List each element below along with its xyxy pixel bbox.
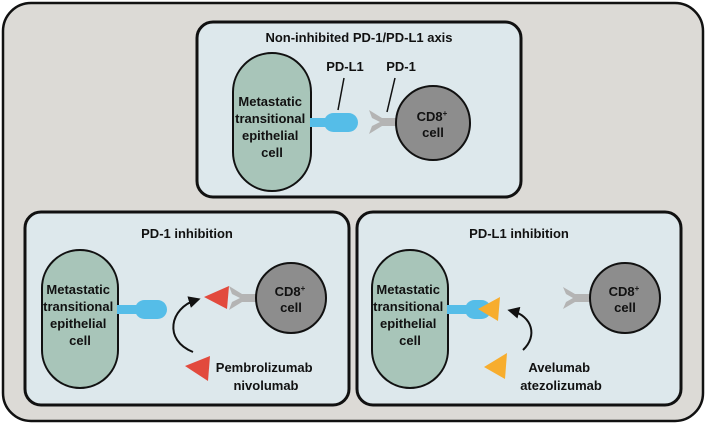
pdl1-antibody xyxy=(478,297,500,321)
pdl1-head xyxy=(135,300,167,319)
tumor-cell-line: Metastatic xyxy=(46,282,110,297)
pdl1-stalk xyxy=(310,118,328,127)
drug-label: Avelumab atezolizumab xyxy=(520,360,602,393)
pdl1-leader-line xyxy=(337,77,345,111)
pdl1-stalk xyxy=(447,305,469,314)
tumor-cell-line: transitional xyxy=(235,111,305,126)
pdl1-head xyxy=(324,113,358,132)
pd1-label: PD-1 xyxy=(386,59,416,74)
cd8-cell-sublabel: cell xyxy=(422,125,444,140)
pd1-antibody xyxy=(204,286,229,309)
pdl1-head xyxy=(465,300,491,319)
left-panel: PD-1 inhibition Metastatic transitional … xyxy=(23,210,351,407)
tumor-cell-label: Metastatic transitional epithelial cell xyxy=(43,282,117,348)
tumor-cell-line: epithelial xyxy=(50,316,106,331)
tumor-cell-line: epithelial xyxy=(380,316,436,331)
cd8-cell-label: CD8+ xyxy=(275,284,306,299)
drug-name: Pembrolizumab xyxy=(216,360,313,375)
pdl1-label: PD-L1 xyxy=(326,59,364,74)
cd8-cell xyxy=(589,262,661,334)
right-panel: PD-L1 inhibition Metastatic transitional… xyxy=(355,210,683,407)
pdl1-antibody-free xyxy=(484,353,507,379)
tumor-cell-line: Metastatic xyxy=(376,282,440,297)
right-panel-title: PD-L1 inhibition xyxy=(469,226,569,241)
binding-arrow xyxy=(172,296,201,353)
cd8-cell xyxy=(395,85,471,161)
tumor-cell-line: transitional xyxy=(43,299,113,314)
tumor-cell-line: cell xyxy=(69,333,91,348)
pd1-receptor xyxy=(563,287,589,309)
tumor-cell-line: Metastatic xyxy=(238,94,302,109)
tumor-cell xyxy=(371,249,449,389)
top-panel: Non-inhibited PD-1/PD-L1 axis Metastatic… xyxy=(195,20,523,199)
drug-name: atezolizumab xyxy=(520,378,602,393)
cd8-cell-label: CD8+ xyxy=(417,109,448,124)
pd1-receptor xyxy=(369,110,397,134)
pd1-leader-line xyxy=(386,77,396,113)
pd1-antibody-free xyxy=(185,356,210,381)
pdl1-stalk xyxy=(117,305,139,314)
tumor-cell-line: transitional xyxy=(373,299,443,314)
left-panel-title: PD-1 inhibition xyxy=(141,226,233,241)
top-panel-title: Non-inhibited PD-1/PD-L1 axis xyxy=(265,30,452,45)
cd8-cell-sublabel: cell xyxy=(614,300,636,315)
drug-name: nivolumab xyxy=(233,378,298,393)
tumor-cell-line: cell xyxy=(261,145,283,160)
cd8-cell-sublabel: cell xyxy=(280,300,302,315)
cd8-cell xyxy=(255,262,327,334)
tumor-cell-line: cell xyxy=(399,333,421,348)
drug-name: Avelumab xyxy=(528,360,590,375)
tumor-cell xyxy=(41,249,119,389)
tumor-cell-label: Metastatic transitional epithelial cell xyxy=(373,282,447,348)
binding-arrow xyxy=(507,306,533,351)
pd1-receptor xyxy=(229,286,256,310)
drug-label: Pembrolizumab nivolumab xyxy=(216,360,316,393)
tumor-cell-line: epithelial xyxy=(242,128,298,143)
cd8-cell-label: CD8+ xyxy=(609,284,640,299)
tumor-cell-label: Metastatic transitional epithelial cell xyxy=(235,94,309,160)
